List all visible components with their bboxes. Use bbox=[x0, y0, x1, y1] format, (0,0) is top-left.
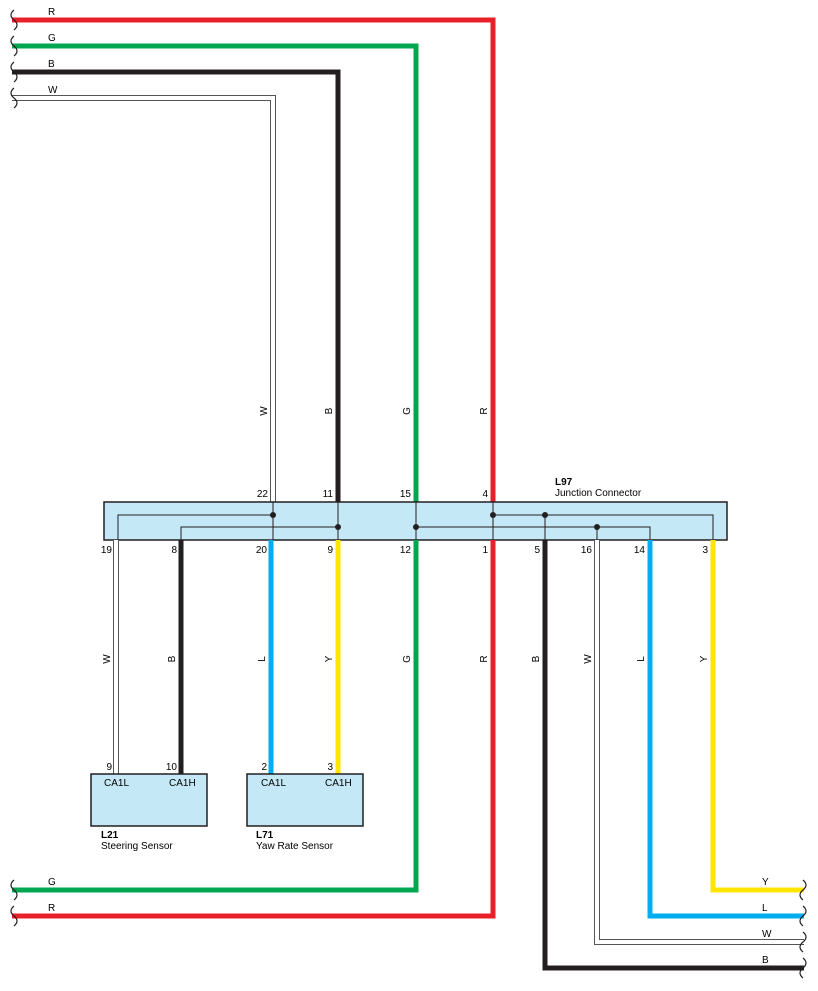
wire-label: Y bbox=[762, 877, 769, 888]
pin-number: 14 bbox=[634, 545, 646, 556]
top-wire-r: R R bbox=[12, 7, 496, 502]
wire-label: R bbox=[48, 903, 55, 914]
pin-number: 9 bbox=[327, 545, 333, 556]
wire-label: L bbox=[762, 903, 768, 914]
pin-number: 11 bbox=[323, 489, 334, 500]
pin-number: 22 bbox=[257, 489, 269, 500]
pin-number: 19 bbox=[101, 545, 113, 556]
connector-name: Steering Sensor bbox=[101, 841, 173, 852]
wire-pin1-r: R R bbox=[12, 540, 496, 919]
wire-label: W bbox=[48, 85, 58, 96]
wire-label: G bbox=[402, 407, 413, 415]
pin-name: CA1H bbox=[325, 778, 352, 789]
wire-label: W bbox=[102, 654, 113, 664]
junction-top-pins: 22 11 15 4 bbox=[257, 489, 489, 500]
pin-number: 12 bbox=[400, 545, 412, 556]
wire-label: B bbox=[762, 955, 769, 966]
wire-break-marks-top bbox=[10, 9, 18, 109]
wire-label: L bbox=[257, 656, 268, 662]
wire-pin12-g: G G bbox=[12, 540, 419, 893]
wire-break-marks-bottom-right bbox=[799, 879, 807, 979]
pin-number: 8 bbox=[171, 545, 177, 556]
yaw-rate-sensor-connector: 2 3 CA1L CA1H L71 Yaw Rate Sensor bbox=[246, 762, 364, 852]
wire-pin14-l: L L bbox=[636, 540, 804, 919]
terminal-number: 10 bbox=[166, 762, 178, 773]
pin-number: 1 bbox=[482, 545, 488, 556]
steering-sensor-connector: 9 10 CA1L CA1H L21 Steering Sensor bbox=[90, 762, 208, 852]
wire-label: G bbox=[402, 655, 413, 663]
wire-label: W bbox=[583, 654, 594, 664]
wire-label: Y bbox=[699, 655, 710, 662]
pin-name: CA1L bbox=[261, 778, 286, 789]
pin-number: 4 bbox=[482, 489, 488, 500]
wire-label: R bbox=[479, 407, 490, 414]
wire-label: W bbox=[762, 929, 772, 940]
pin-number: 20 bbox=[256, 545, 268, 556]
wire-label: B bbox=[324, 407, 335, 414]
wire-pin8-b: B bbox=[167, 540, 184, 774]
pin-name: CA1H bbox=[169, 778, 196, 789]
junction-bottom-pins: 19 8 20 9 12 1 5 16 14 3 bbox=[101, 545, 709, 556]
top-wire-w: W W bbox=[12, 85, 276, 502]
pin-number: 16 bbox=[581, 545, 593, 556]
connector-name: Junction Connector bbox=[555, 488, 642, 499]
top-wire-b: B B bbox=[12, 59, 341, 502]
wire-pin16-w: W W bbox=[583, 540, 804, 945]
wire-label: L bbox=[636, 656, 647, 662]
terminal-number: 9 bbox=[106, 762, 112, 773]
wire-label: W bbox=[259, 406, 270, 416]
terminal-number: 3 bbox=[327, 762, 333, 773]
pin-name: CA1L bbox=[104, 778, 129, 789]
wire-label: B bbox=[48, 59, 55, 70]
top-wire-g: G G bbox=[12, 33, 419, 502]
wire-label: R bbox=[479, 655, 490, 662]
wire-label: B bbox=[167, 655, 178, 662]
pin-number: 15 bbox=[400, 489, 412, 500]
wire-label: Y bbox=[324, 655, 335, 662]
connector-name: Yaw Rate Sensor bbox=[256, 841, 334, 852]
wire-pin5-b: B B bbox=[531, 540, 804, 971]
junction-connector: L97 Junction Connector bbox=[103, 477, 728, 541]
pin-number: 5 bbox=[534, 545, 540, 556]
terminal-number: 2 bbox=[261, 762, 267, 773]
connector-id: L21 bbox=[101, 830, 119, 841]
wire-pin19-w: W bbox=[102, 540, 119, 774]
wire-pin3-y: Y Y bbox=[699, 540, 804, 893]
wire-pin20-l: L bbox=[257, 540, 274, 774]
wire-label: G bbox=[48, 33, 56, 44]
connector-id: L97 bbox=[555, 477, 573, 488]
pin-number: 3 bbox=[702, 545, 708, 556]
connector-id: L71 bbox=[256, 830, 274, 841]
wire-pin9-y: Y bbox=[324, 540, 341, 774]
wire-label: R bbox=[48, 7, 55, 18]
wire-label: B bbox=[531, 655, 542, 662]
wire-label: G bbox=[48, 877, 56, 888]
wire-break-marks-bottom-left bbox=[10, 879, 18, 927]
